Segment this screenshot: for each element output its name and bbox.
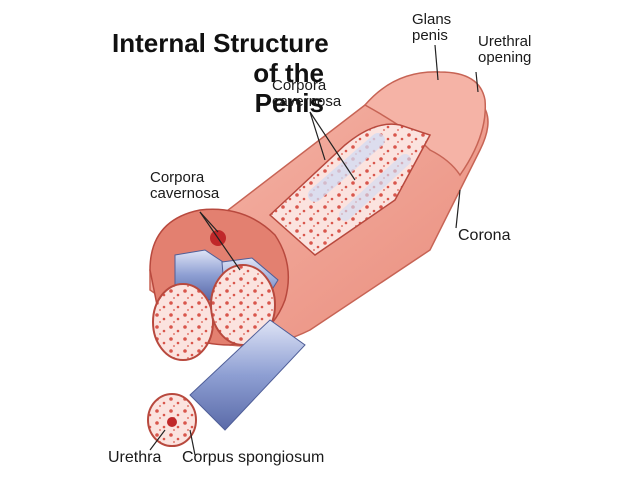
label-urethral-line-1: Urethral <box>478 33 532 50</box>
label-urethral-line-2: opening <box>478 48 532 66</box>
label-glans-penis: Glans penis <box>412 12 451 44</box>
title-line-2: of the <box>253 58 324 88</box>
title-line-1: Internal Structure <box>112 28 329 58</box>
label-corona: Corona <box>458 227 511 244</box>
title-line-3: Penis <box>254 88 324 118</box>
cc-left-section <box>152 283 214 361</box>
label-corpora-cavernosa-top: Corpora cavernosa <box>272 78 341 110</box>
label-glans-line-2: penis <box>412 26 448 44</box>
label-urethral-opening: Urethral opening <box>478 34 531 66</box>
label-cc-left-line-1: Corpora <box>150 169 205 186</box>
diagram-title: Internal Structure of the Penis <box>112 28 329 118</box>
spongiosum-tube <box>189 319 306 431</box>
urethra-lumen <box>167 417 177 427</box>
glans <box>363 71 487 177</box>
label-corpus-spongiosum: Corpus spongiosum <box>182 449 325 466</box>
label-cc-top-line-1: Corpora <box>272 77 327 94</box>
label-urethra: Urethra <box>108 449 162 466</box>
label-cc-top-line-2: cavernosa <box>272 92 342 110</box>
label-glans-line-1: Glans <box>412 11 452 28</box>
label-cc-left-line-2: cavernosa <box>150 184 220 202</box>
label-corpora-cavernosa-left: Corpora cavernosa <box>150 170 219 202</box>
cutaway-window <box>268 123 432 256</box>
